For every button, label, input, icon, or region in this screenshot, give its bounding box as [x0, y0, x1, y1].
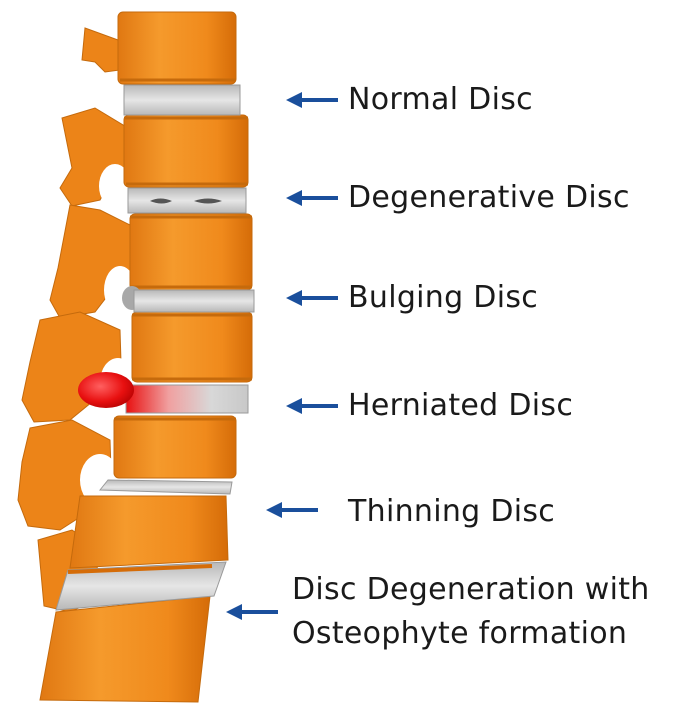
label-herniated-disc: Herniated Disc: [348, 388, 574, 423]
arrows: [226, 92, 338, 620]
label-bulging-disc: Bulging Disc: [348, 280, 539, 315]
arrow-bulging: [286, 290, 338, 306]
disc-osteophyte: [55, 561, 227, 611]
vertebral-bodies: [39, 11, 253, 703]
label-thinning-disc: Thinning Disc: [348, 494, 556, 529]
disc-bulging: [122, 286, 255, 313]
disc-herniated: [78, 372, 249, 414]
disc-normal: [123, 84, 241, 116]
arrow-normal: [286, 92, 338, 108]
arrow-thinning: [266, 502, 318, 518]
arrow-osteophyte: [226, 604, 278, 620]
label-osteophyte-line2: Osteophyte formation: [292, 616, 628, 651]
arrow-degenerative: [286, 190, 338, 206]
arrow-herniated: [286, 398, 338, 414]
label-osteophyte-line1: Disc Degeneration with: [292, 572, 650, 607]
label-normal-disc: Normal Disc: [348, 82, 533, 117]
disc-degenerative: [127, 187, 247, 214]
label-degenerative-disc: Degenerative Disc: [348, 180, 630, 215]
disc-thinning: [98, 479, 233, 495]
